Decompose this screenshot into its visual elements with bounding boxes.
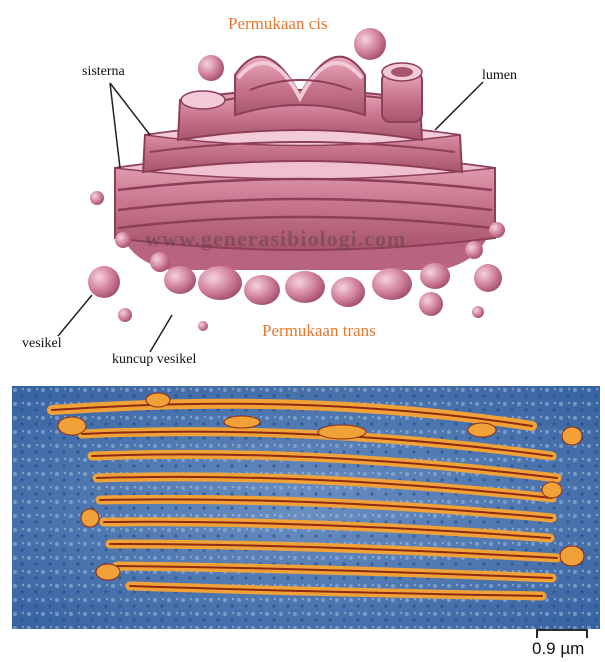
label-vesikel: vesikel xyxy=(22,336,62,352)
electron-micrograph xyxy=(12,386,600,629)
label-trans: Permukaan trans xyxy=(262,321,376,341)
scale-label: 0.9 µm xyxy=(532,639,584,659)
label-sisterna: sisterna xyxy=(82,64,125,80)
label-cis: Permukaan cis xyxy=(228,14,328,34)
cisternae-stack xyxy=(115,57,495,250)
watermark: www.generasibiologi.com xyxy=(145,226,406,252)
label-lumen: lumen xyxy=(482,68,517,84)
label-kuncup-vesikel: kuncup vesikel xyxy=(112,352,196,368)
